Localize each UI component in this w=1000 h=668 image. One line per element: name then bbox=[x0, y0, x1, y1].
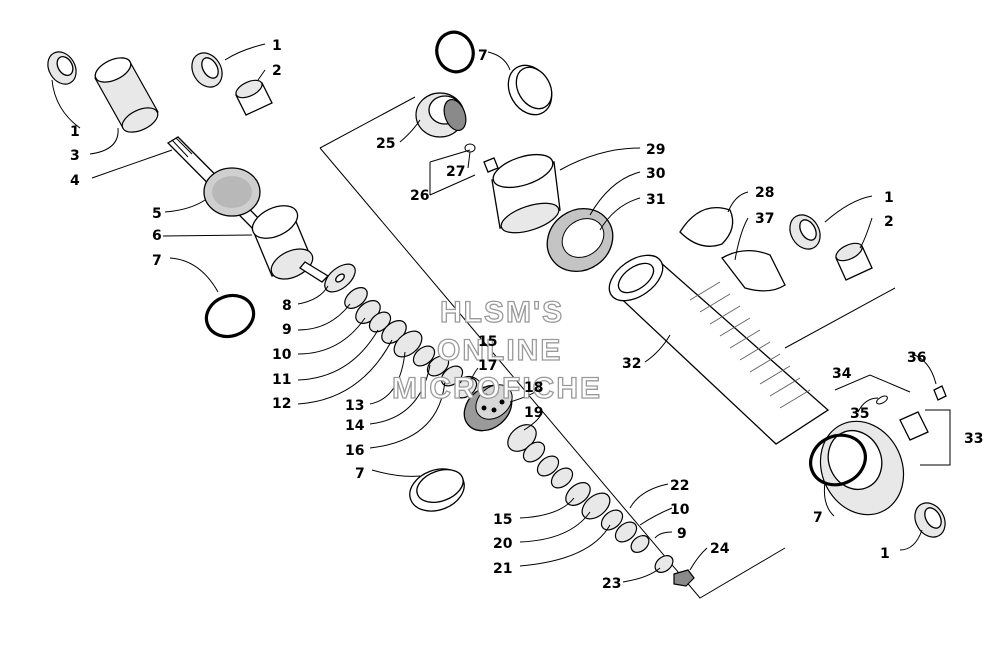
watermark-line-3: MICROFICHE bbox=[392, 372, 602, 405]
callout-33: 33 bbox=[964, 431, 983, 447]
piston-band-ring bbox=[409, 468, 465, 512]
callout-7-left: 7 bbox=[152, 253, 162, 269]
callout-35: 35 bbox=[850, 406, 869, 422]
callout-8: 8 bbox=[282, 298, 292, 314]
callout-2-top: 2 bbox=[272, 63, 282, 79]
microfiche-watermark: HLSM'S ONLINE MICROFICHE bbox=[391, 295, 602, 405]
o-ring-top bbox=[435, 30, 475, 74]
bleed-valve bbox=[876, 385, 947, 441]
callout-11: 11 bbox=[272, 372, 291, 388]
o-ring-left bbox=[204, 293, 256, 339]
callout-1-left: 1 bbox=[70, 124, 80, 140]
callout-28: 28 bbox=[755, 185, 774, 201]
spring-seat-collar bbox=[546, 207, 614, 273]
reservoir-cup bbox=[491, 153, 561, 234]
callout-19: 19 bbox=[524, 405, 543, 421]
assembly-bracket-lines bbox=[319, 96, 951, 599]
callout-16: 16 bbox=[345, 443, 364, 459]
reservoir-end-cap bbox=[415, 92, 467, 138]
callout-7-bottom: 7 bbox=[355, 466, 365, 482]
callout-31: 31 bbox=[646, 192, 665, 208]
lower-eye-bushing-bottom bbox=[914, 502, 946, 538]
callout-1-right: 1 bbox=[884, 190, 894, 206]
callout-15-mid: 15 bbox=[478, 334, 497, 350]
callout-24: 24 bbox=[710, 541, 730, 557]
callout-29: 29 bbox=[646, 142, 665, 158]
callout-13: 13 bbox=[345, 398, 364, 414]
callout-30: 30 bbox=[646, 166, 666, 182]
callout-9-bottom: 9 bbox=[677, 526, 687, 542]
valve-core bbox=[464, 143, 499, 173]
o-ring-right bbox=[809, 433, 867, 487]
callout-22: 22 bbox=[670, 478, 689, 494]
body-cap bbox=[251, 205, 330, 283]
callout-20: 20 bbox=[493, 536, 513, 552]
upper-eye-spacer bbox=[235, 79, 273, 116]
decal-shield bbox=[721, 250, 786, 292]
callout-1-top: 1 bbox=[272, 38, 282, 54]
callout-3: 3 bbox=[70, 148, 80, 164]
eye-sleeve bbox=[94, 57, 159, 133]
band-ring-top bbox=[507, 64, 553, 116]
callout-36: 36 bbox=[907, 350, 926, 366]
callout-26: 26 bbox=[410, 188, 429, 204]
callout-7-right: 7 bbox=[813, 510, 823, 526]
lower-eye-bushing-right bbox=[789, 214, 821, 250]
callout-2-right: 2 bbox=[884, 214, 894, 230]
piston bbox=[463, 384, 513, 432]
callout-4: 4 bbox=[70, 173, 80, 189]
callout-14: 14 bbox=[345, 418, 365, 434]
callout-7-top: 7 bbox=[478, 48, 488, 64]
callout-21: 21 bbox=[493, 561, 512, 577]
leader-lines bbox=[51, 43, 937, 583]
reservoir-diaphragm bbox=[679, 206, 734, 247]
watermark-line-1: HLSM'S bbox=[440, 296, 564, 329]
upper-eye-bushing-right bbox=[191, 52, 223, 88]
callout-25: 25 bbox=[376, 136, 395, 152]
callout-23: 23 bbox=[602, 576, 621, 592]
bump-stop bbox=[203, 167, 261, 217]
shock-body bbox=[608, 254, 830, 445]
callout-6: 6 bbox=[152, 228, 162, 244]
upper-eye-bushing-left bbox=[47, 51, 77, 85]
callout-10-left: 10 bbox=[272, 347, 292, 363]
watermark-line-2: ONLINE bbox=[437, 334, 562, 367]
callout-32: 32 bbox=[622, 356, 641, 372]
lower-eye-spacer bbox=[835, 242, 873, 281]
callout-labels: 1 2 1 3 4 5 6 7 8 9 10 11 12 13 14 16 15… bbox=[70, 38, 983, 592]
callout-17: 17 bbox=[478, 358, 497, 374]
callout-9-left: 9 bbox=[282, 322, 292, 338]
callout-15-bottom: 15 bbox=[493, 512, 512, 528]
valve-stack-lower bbox=[507, 424, 695, 587]
callout-34: 34 bbox=[832, 366, 852, 382]
valve-stack-upper bbox=[324, 263, 478, 399]
callout-10-bottom: 10 bbox=[670, 502, 690, 518]
callout-1-bottom: 1 bbox=[880, 546, 890, 562]
callout-12: 12 bbox=[272, 396, 291, 412]
callout-27: 27 bbox=[446, 164, 465, 180]
callout-18: 18 bbox=[524, 380, 543, 396]
callout-5: 5 bbox=[152, 206, 162, 222]
callout-37: 37 bbox=[755, 211, 774, 227]
